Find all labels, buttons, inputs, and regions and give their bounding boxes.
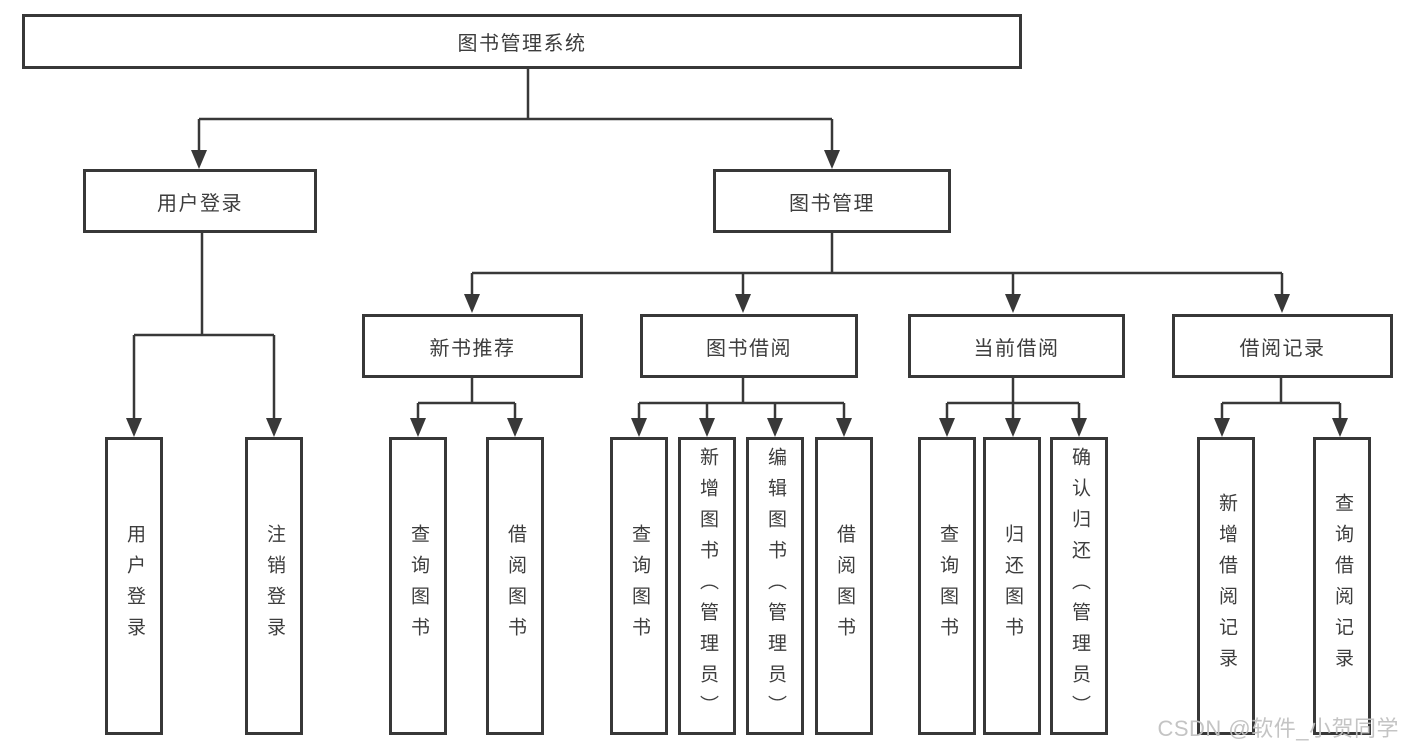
- node-borrowing-records-label: 借阅记录: [1239, 337, 1326, 360]
- leaf-borrow-books-recommend: 借阅图书: [486, 437, 544, 735]
- leaf-return-books-label: 归还图书: [1001, 524, 1023, 648]
- node-current-borrowing: 当前借阅: [908, 314, 1125, 378]
- arrowhead-down: [1005, 294, 1021, 313]
- node-library-system: 图书管理系统: [22, 14, 1022, 69]
- connector-root-to-level1: [191, 68, 840, 169]
- leaf-borrow-books-recommend-label: 借阅图书: [504, 524, 526, 648]
- arrowhead-down: [631, 418, 647, 437]
- connector-book-borrowing-children: [631, 377, 852, 437]
- node-book-borrowing-label: 图书借阅: [706, 337, 792, 360]
- leaf-query-books-borrowing: 查询图书: [610, 437, 668, 735]
- node-book-borrowing: 图书借阅: [640, 314, 858, 378]
- arrowhead-down: [464, 294, 480, 313]
- connector-borrowing-records-children: [1214, 377, 1348, 437]
- arrowhead-down: [266, 418, 282, 437]
- leaf-edit-books-admin: 编辑图书（管理员）: [746, 437, 804, 735]
- node-new-book-recommend-label: 新书推荐: [429, 337, 516, 360]
- node-current-borrowing-label: 当前借阅: [973, 337, 1060, 360]
- leaf-logout: 注销登录: [245, 437, 303, 735]
- leaf-query-books-current-label: 查询图书: [936, 524, 958, 648]
- arrowhead-down: [699, 418, 715, 437]
- leaf-add-books-admin: 新增图书（管理员）: [678, 437, 736, 735]
- node-library-system-label: 图书管理系统: [457, 33, 587, 55]
- node-borrowing-records: 借阅记录: [1172, 314, 1393, 378]
- arrowhead-down: [1214, 418, 1230, 437]
- arrowhead-down: [1005, 418, 1021, 437]
- arrowhead-down: [824, 150, 840, 169]
- connector-user-login-children: [126, 232, 282, 437]
- connector-book-management-children: [464, 232, 1290, 313]
- connector-current-borrowing-children: [939, 377, 1087, 437]
- arrowhead-down: [1332, 418, 1348, 437]
- node-user-login: 用户登录: [83, 169, 317, 233]
- leaf-query-borrow-record: 查询借阅记录: [1313, 437, 1371, 735]
- node-user-login-label: 用户登录: [157, 192, 243, 215]
- leaf-edit-books-admin-label: 编辑图书（管理员）: [764, 446, 786, 726]
- leaf-borrow-books-label: 借阅图书: [833, 524, 855, 648]
- arrowhead-down: [1071, 418, 1087, 437]
- arrowhead-down: [191, 150, 207, 169]
- leaf-query-books-recommend: 查询图书: [389, 437, 447, 735]
- leaf-confirm-return-admin: 确认归还（管理员）: [1050, 437, 1108, 735]
- leaf-query-borrow-record-label: 查询借阅记录: [1331, 493, 1353, 679]
- leaf-query-books-recommend-label: 查询图书: [407, 524, 429, 648]
- leaf-query-books-current: 查询图书: [918, 437, 976, 735]
- csdn-watermark: CSDN @软件_小贺同学: [1157, 716, 1399, 741]
- leaf-user-login: 用户登录: [105, 437, 163, 735]
- leaf-borrow-books: 借阅图书: [815, 437, 873, 735]
- arrowhead-down: [939, 418, 955, 437]
- leaf-query-books-borrowing-label: 查询图书: [628, 524, 650, 648]
- leaf-add-borrow-record: 新增借阅记录: [1197, 437, 1255, 735]
- leaf-logout-label: 注销登录: [263, 524, 285, 648]
- leaf-add-books-admin-label: 新增图书（管理员）: [696, 446, 718, 726]
- arrowhead-down: [507, 418, 523, 437]
- arrowhead-down: [767, 418, 783, 437]
- arrowhead-down: [836, 418, 852, 437]
- leaf-confirm-return-admin-label: 确认归还（管理员）: [1068, 446, 1090, 726]
- arrowhead-down: [735, 294, 751, 313]
- arrowhead-down: [126, 418, 142, 437]
- node-book-management-label: 图书管理: [789, 192, 875, 215]
- leaf-user-login-label: 用户登录: [123, 524, 145, 648]
- leaf-return-books: 归还图书: [983, 437, 1041, 735]
- node-new-book-recommend: 新书推荐: [362, 314, 583, 378]
- node-book-management: 图书管理: [713, 169, 951, 233]
- connector-new-book-recommend-children: [410, 377, 523, 437]
- arrowhead-down: [1274, 294, 1290, 313]
- leaf-add-borrow-record-label: 新增借阅记录: [1215, 493, 1237, 679]
- arrowhead-down: [410, 418, 426, 437]
